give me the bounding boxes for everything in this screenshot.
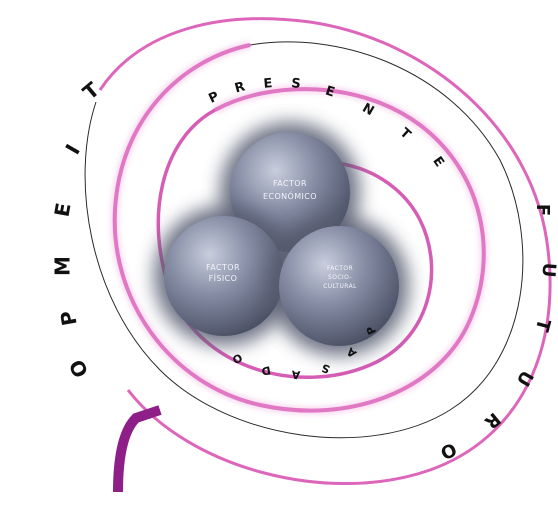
sociocultural-line3: CULTURAL [323, 283, 357, 290]
spiral-hook [118, 410, 160, 492]
tiempo-letter: E [50, 201, 76, 219]
economico-line2: ECONÓMICO [263, 190, 317, 201]
futuro-letter: F [532, 204, 553, 216]
futuro-letter: O [437, 438, 460, 464]
sphere-sociocultural: FACTOR SOCIO- CULTURAL [269, 216, 409, 356]
economico-line1: FACTOR [273, 179, 307, 188]
presente-letter: E [429, 154, 446, 170]
futuro-letter: R [480, 408, 504, 433]
tiempo-letter: O [64, 356, 93, 382]
sociocultural-line2: SOCIO- [328, 274, 352, 281]
pasado-letter: S [320, 361, 332, 376]
futuro-letter: U [537, 262, 558, 278]
presente-letter: S [291, 76, 302, 92]
tiempo-letter: T [78, 77, 104, 104]
sociocultural-line1: FACTOR [327, 265, 353, 272]
futuro-letter: T [531, 316, 555, 334]
presente-letter: T [397, 125, 414, 142]
fisico-line1: FACTOR [206, 263, 240, 272]
tiempo-letter: I [60, 140, 85, 158]
presente-letter: R [233, 79, 247, 96]
factor-spheres: FACTOR ECONÓMICO FACTOR FÍSICO FACTOR SO… [154, 122, 409, 356]
pasado-letter: D [260, 363, 271, 377]
tiempo-letter: M [51, 256, 75, 276]
tiempo-letter: P [55, 309, 81, 328]
pasado-letter: O [230, 351, 244, 367]
pasado-letter: A [291, 368, 301, 382]
word-tiempo: T I E M P O [50, 77, 105, 381]
fisico-line2: FÍSICO [209, 272, 238, 283]
presente-letter: E [263, 76, 273, 92]
